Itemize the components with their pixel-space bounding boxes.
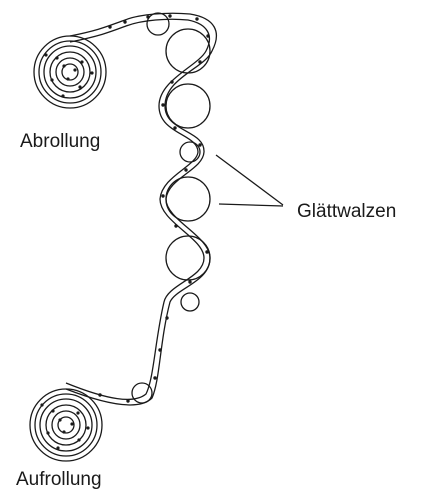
- smoothing-roll-2: [165, 83, 211, 129]
- web-path-inner: [65, 18, 211, 400]
- unwind-roll-particles: [44, 53, 94, 98]
- web-particles: [98, 14, 210, 403]
- label-smoothing-rolls: Glättwalzen: [297, 201, 397, 222]
- leader-line-upper: [215, 154, 284, 206]
- leader-line-lower: [218, 203, 284, 207]
- web-path-outer: [65, 12, 217, 406]
- guide-roll-bottom: [180, 292, 200, 312]
- guide-roll-middle: [179, 141, 201, 163]
- label-rewind: Aufrollung: [16, 469, 102, 490]
- guide-roll-top: [146, 12, 170, 36]
- smoothing-roll-1: [165, 28, 211, 74]
- rewind-roll: [29, 388, 103, 462]
- unwind-roll: [33, 35, 107, 109]
- label-unwind: Abrollung: [20, 131, 101, 152]
- rewind-roll-particles: [40, 403, 90, 450]
